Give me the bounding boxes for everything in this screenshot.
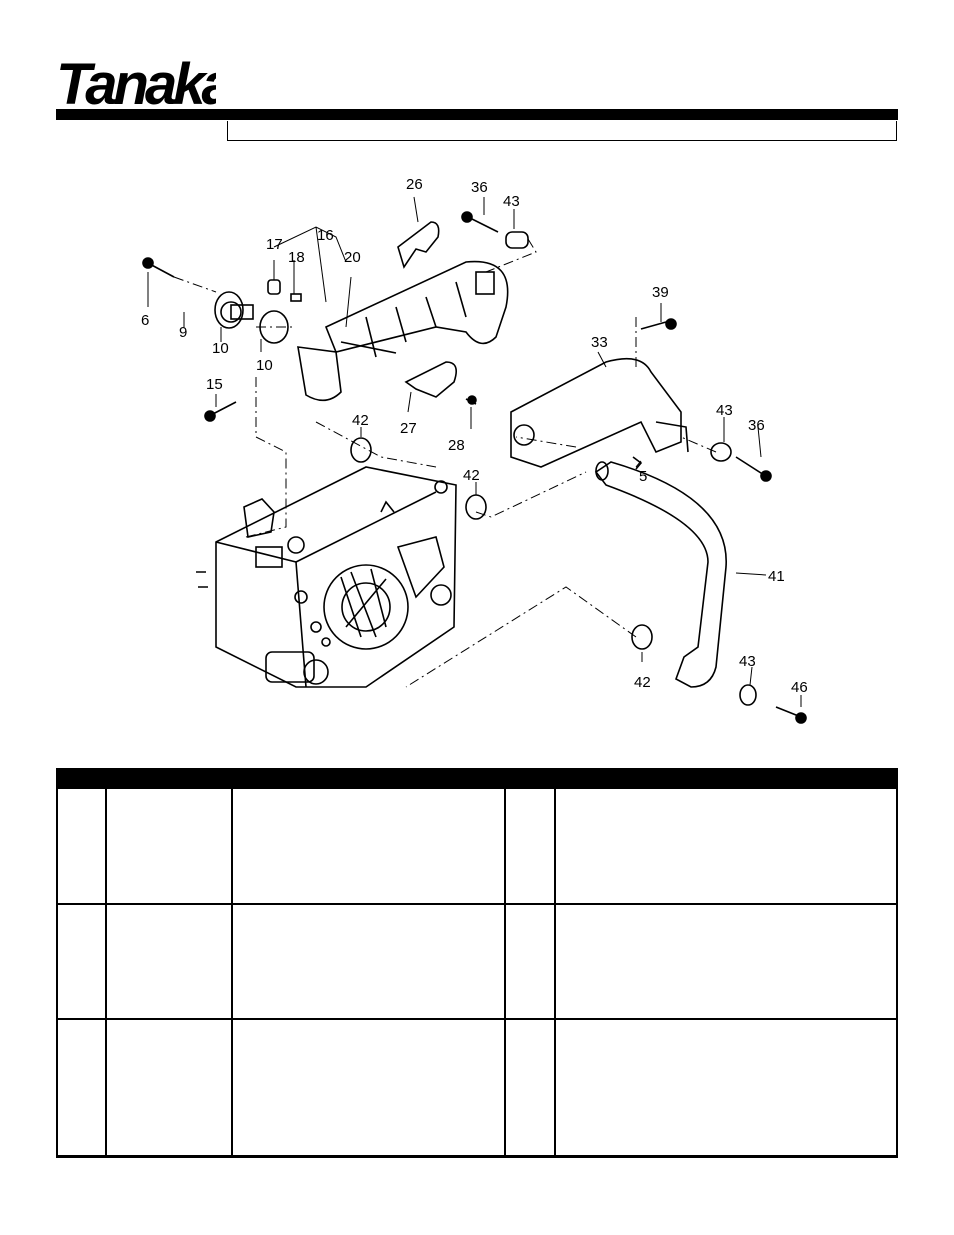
mount-42c: [631, 624, 653, 650]
callout-46: 46: [791, 679, 808, 696]
table-row: [58, 1020, 896, 1155]
callout-27: 27: [400, 420, 417, 437]
rear-handle: [297, 260, 509, 402]
table-body: [56, 789, 898, 1158]
callout-41: 41: [768, 568, 785, 585]
svg-text:®: ®: [206, 96, 213, 106]
callout-36a: 36: [471, 179, 488, 196]
cell-ref: [58, 905, 107, 1018]
cell-ref2: [506, 1020, 556, 1155]
callout-6: 6: [141, 312, 149, 329]
callout-43a: 43: [503, 193, 520, 210]
cell-part: [107, 905, 233, 1018]
cell-part: [107, 789, 233, 903]
callout-10b: 10: [256, 357, 273, 374]
screw-39: [640, 321, 667, 330]
table-row: [58, 905, 896, 1020]
cell-ref2: [506, 789, 556, 903]
table-row: [58, 789, 896, 905]
washer-9: [220, 301, 242, 323]
callout-15: 15: [206, 376, 223, 393]
tanaka-logo: Tanaka ®: [56, 52, 216, 110]
cell-ref: [58, 789, 107, 903]
callout-18: 18: [288, 249, 305, 266]
part-17: [267, 279, 281, 295]
screw-36b: [735, 456, 765, 476]
handle-bar: [594, 461, 727, 688]
callout-43b: 43: [716, 402, 733, 419]
callout-33: 33: [591, 334, 608, 351]
throttle-lock-lever: [404, 361, 457, 398]
svg-text:Tanaka: Tanaka: [56, 52, 216, 110]
callout-42c: 42: [634, 674, 651, 691]
bushing-43a: [505, 231, 529, 249]
front-handle: [510, 357, 689, 468]
engine-body: [196, 466, 457, 688]
callout-43c: 43: [739, 653, 756, 670]
callout-17: 17: [266, 236, 283, 253]
pin-20: [340, 341, 397, 354]
cell-desc: [233, 789, 506, 903]
screw-36a: [467, 216, 499, 233]
cell-desc2: [556, 789, 896, 903]
header-rule: [56, 109, 898, 120]
throttle-trigger: [397, 221, 440, 269]
nut-5: [632, 456, 643, 470]
callout-42a: 42: [352, 412, 369, 429]
callout-26: 26: [406, 176, 423, 193]
cell-ref: [58, 1020, 107, 1155]
callout-42b: 42: [463, 467, 480, 484]
parts-diagram: 6 9 10 10 15 16 17 18 20 26 27 28 33 36 …: [141, 176, 808, 724]
cell-desc: [233, 905, 506, 1018]
callout-28: 28: [448, 437, 465, 454]
title-box: [227, 121, 897, 141]
callout-20: 20: [344, 249, 361, 266]
spring-18: [290, 293, 302, 302]
cell-desc: [233, 1020, 506, 1155]
cushion-10a: [214, 291, 244, 329]
cell-desc2: [556, 1020, 896, 1155]
callout-9: 9: [179, 324, 187, 341]
callout-10a: 10: [212, 340, 229, 357]
cell-part: [107, 1020, 233, 1155]
collar-43c: [739, 684, 757, 706]
table-header-bar: [56, 768, 898, 789]
callout-5: 5: [639, 468, 647, 485]
cell-desc2: [556, 905, 896, 1018]
mount-42b: [465, 494, 487, 520]
callout-39: 39: [652, 284, 669, 301]
washer-43b: [710, 442, 732, 462]
callout-16: 16: [317, 227, 334, 244]
screw-15: [210, 401, 237, 416]
callout-36b: 36: [748, 417, 765, 434]
mount-42a: [350, 437, 372, 463]
cell-ref2: [506, 905, 556, 1018]
parts-table: [56, 768, 898, 1158]
